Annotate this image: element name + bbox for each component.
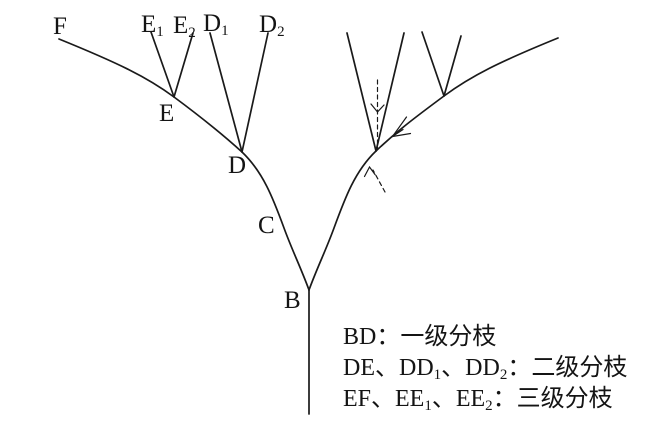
dashed-down-arrow bbox=[370, 79, 385, 150]
solid-pointer-arrow bbox=[391, 116, 412, 138]
up-arrowhead-icon bbox=[363, 165, 376, 178]
branch-dd1-line bbox=[209, 32, 243, 153]
branch-ee1-line-right bbox=[421, 31, 445, 97]
node-label-e1: E1 bbox=[141, 11, 164, 40]
node-label-b: B bbox=[284, 287, 301, 314]
main-branch-curve-left bbox=[58, 38, 310, 291]
legend: BD：一级分枝 DE、DD1、DD2：二级分枝 EF、EE1、EE2：三级分枝 bbox=[343, 322, 627, 415]
down-arrowhead-icon bbox=[370, 103, 385, 113]
dashed-up-arrow bbox=[363, 165, 386, 193]
branch-dd2-line-right bbox=[375, 32, 405, 152]
branch-dd2-line bbox=[241, 32, 269, 153]
node-label-e: E bbox=[159, 100, 175, 127]
branch-ee1-line bbox=[150, 31, 175, 98]
main-branch-curve-right bbox=[308, 37, 559, 291]
node-label-f: F bbox=[53, 13, 67, 40]
legend-line-tertiary: EF、EE1、EE2：三级分枝 bbox=[343, 386, 613, 414]
legend-line-primary: BD：一级分枝 bbox=[343, 324, 497, 350]
node-label-c: C bbox=[258, 212, 275, 239]
legend-line-secondary: DE、DD1、DD2：二级分枝 bbox=[343, 355, 628, 383]
node-label-d: D bbox=[228, 152, 247, 179]
branch-ee2-line-right bbox=[443, 35, 462, 97]
node-label-d1: D1 bbox=[203, 10, 229, 39]
branch-ee2-line bbox=[173, 32, 194, 98]
node-label-d2: D2 bbox=[259, 11, 285, 40]
branch-dd1-line-right bbox=[346, 32, 377, 152]
node-label-e2: E2 bbox=[173, 12, 196, 41]
